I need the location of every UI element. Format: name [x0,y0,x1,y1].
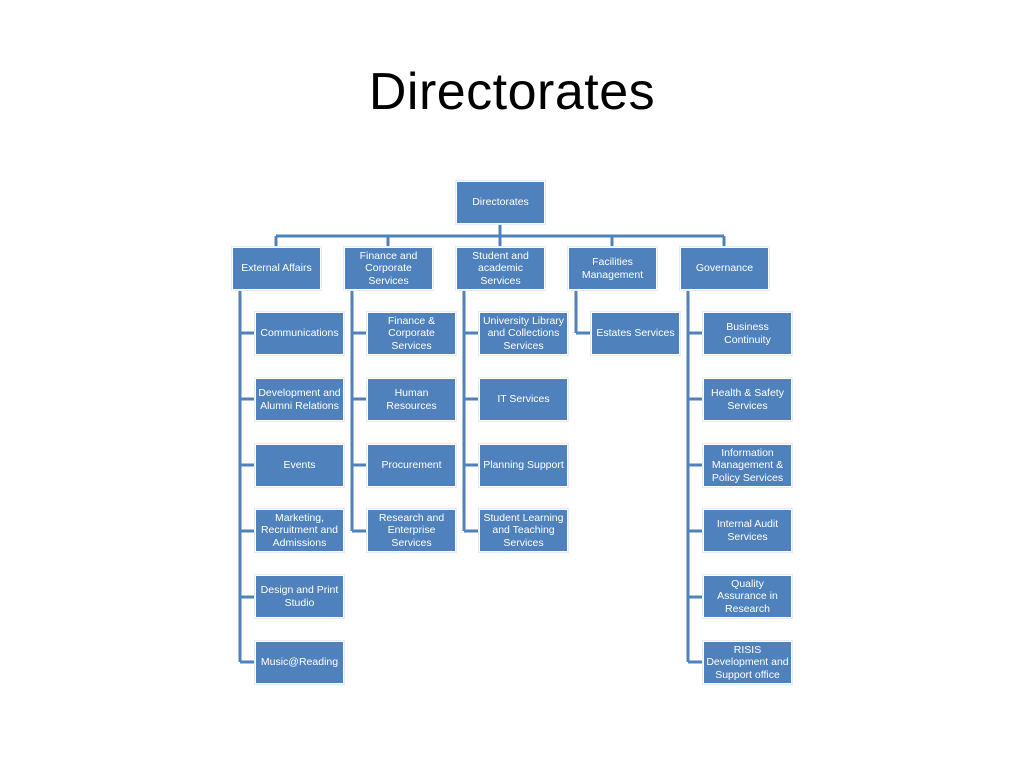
unit-human-resources: Human Resources [367,378,456,421]
node-label: Procurement [381,459,442,472]
unit-health-safety: Health & Safety Services [703,378,792,421]
slide-title: Directorates [368,63,656,121]
unit-development-alumni: Development and Alumni Relations [255,378,344,421]
directorate-external-affairs: External Affairs [232,247,321,290]
node-label: Quality Assurance in Research [717,577,778,615]
unit-quality-assurance: Quality Assurance in Research [703,575,792,618]
node-label: Facilities Management [581,256,644,281]
unit-finance-corporate: Finance & Corporate Services [367,312,456,355]
node-label: Research and Enterprise Services [378,511,445,549]
unit-marketing-recruitment: Marketing, Recruitment and Admissions [255,509,344,552]
node-label: External Affairs [241,262,312,275]
node-label: Human Resources [386,387,437,412]
unit-information-management: Information Management & Policy Services [703,444,792,487]
root-node: Directorates [456,181,545,224]
node-label: Marketing, Recruitment and Admissions [260,511,339,549]
node-label: Events [283,459,316,472]
node-label: Business Continuity [724,321,771,346]
unit-estates-services: Estates Services [591,312,680,355]
node-label: Development and Alumni Relations [258,387,341,412]
unit-events: Events [255,444,344,487]
unit-music-reading: Music@Reading [255,641,344,684]
node-label: Music@Reading [260,656,339,669]
node-label: Finance & Corporate Services [387,314,436,352]
unit-student-learning: Student Learning and Teaching Services [479,509,568,552]
unit-library-collections: University Library and Collections Servi… [479,312,568,355]
unit-research-enterprise: Research and Enterprise Services [367,509,456,552]
directorate-finance-corporate: Finance and Corporate Services [344,247,433,290]
node-label: Planning Support [483,459,564,472]
unit-risis-development: RISIS Development and Support office [703,641,792,684]
directorate-student-academic: Student and academic Services [456,247,545,290]
node-label: Design and Print Studio [260,584,339,609]
node-label: Health & Safety Services [711,387,784,412]
node-label: Internal Audit Services [716,518,779,543]
unit-internal-audit: Internal Audit Services [703,509,792,552]
unit-procurement: Procurement [367,444,456,487]
node-label: University Library and Collections Servi… [482,314,565,352]
node-label: Governance [695,262,754,275]
directorate-facilities: Facilities Management [568,247,657,290]
node-label: Directorates [472,196,529,209]
unit-communications: Communications [255,312,344,355]
node-label: Student and academic Services [472,249,529,287]
node-label: Finance and Corporate Services [359,249,418,287]
node-label: Student Learning and Teaching Services [483,511,564,549]
node-label: Estates Services [596,327,675,340]
directorate-governance: Governance [680,247,769,290]
unit-business-continuity: Business Continuity [703,312,792,355]
unit-planning-support: Planning Support [479,444,568,487]
node-label: RISIS Development and Support office [706,643,789,681]
unit-design-print: Design and Print Studio [255,575,344,618]
node-label: Information Management & Policy Services [711,446,784,484]
node-label: Communications [260,327,339,340]
unit-it-services: IT Services [479,378,568,421]
node-label: IT Services [497,393,550,406]
